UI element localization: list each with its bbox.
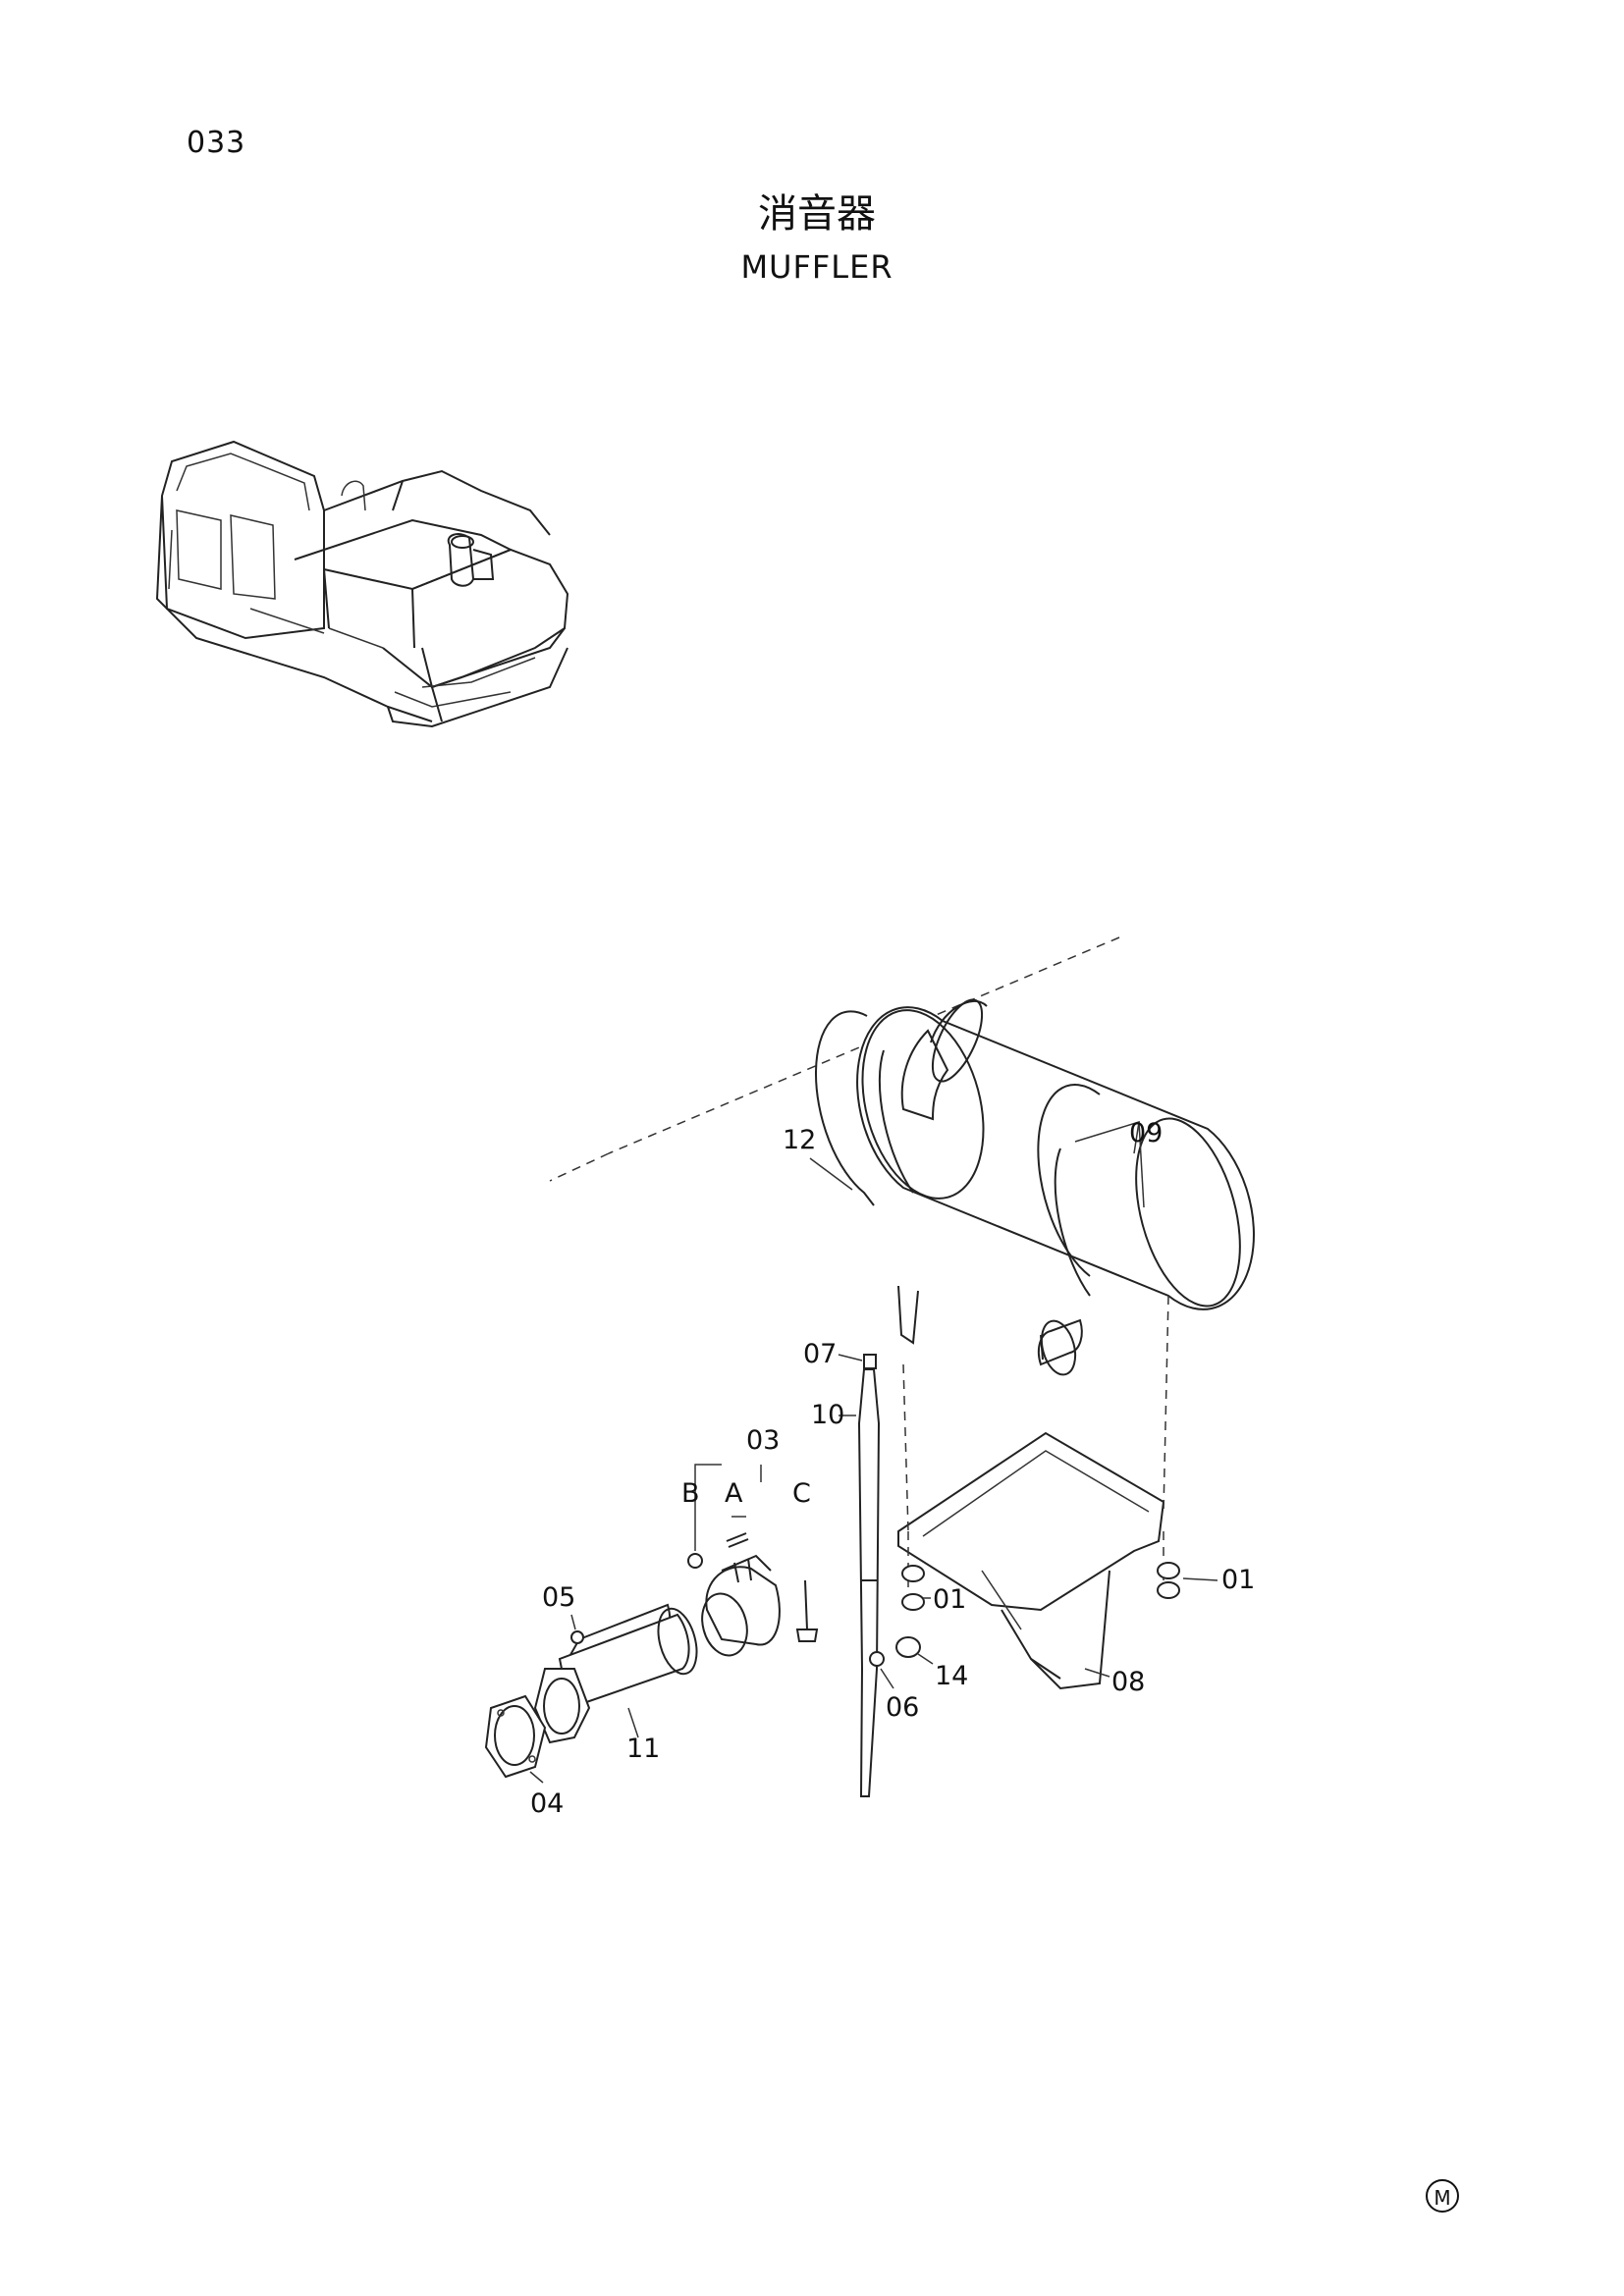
page-number: 033 — [187, 126, 246, 160]
callout-03: 03 — [746, 1425, 780, 1456]
callout-01-right: 01 — [1221, 1565, 1255, 1595]
callout-11: 11 — [626, 1734, 660, 1764]
excavator-location-thumbnail — [155, 440, 569, 728]
callout-04: 04 — [530, 1789, 564, 1819]
callout-01-left: 01 — [933, 1584, 966, 1615]
callout-09: 09 — [1129, 1118, 1163, 1148]
callout-12: 12 — [783, 1125, 816, 1155]
callout-06: 06 — [886, 1692, 919, 1723]
callout-A: A — [725, 1478, 743, 1509]
callout-B: B — [681, 1478, 700, 1509]
title-block: 消音器 MUFFLER — [0, 182, 1624, 286]
title-japanese: 消音器 — [758, 191, 876, 237]
callout-10: 10 — [811, 1400, 844, 1430]
callout-C: C — [792, 1478, 811, 1509]
callout-08: 08 — [1111, 1667, 1145, 1697]
callout-14: 14 — [935, 1661, 968, 1691]
muffler-assembly — [484, 936, 1255, 1797]
title-english: MUFFLER — [740, 248, 893, 286]
publisher-mark: M — [1426, 2179, 1459, 2213]
callout-07: 07 — [803, 1339, 837, 1369]
callout-05: 05 — [542, 1582, 575, 1613]
